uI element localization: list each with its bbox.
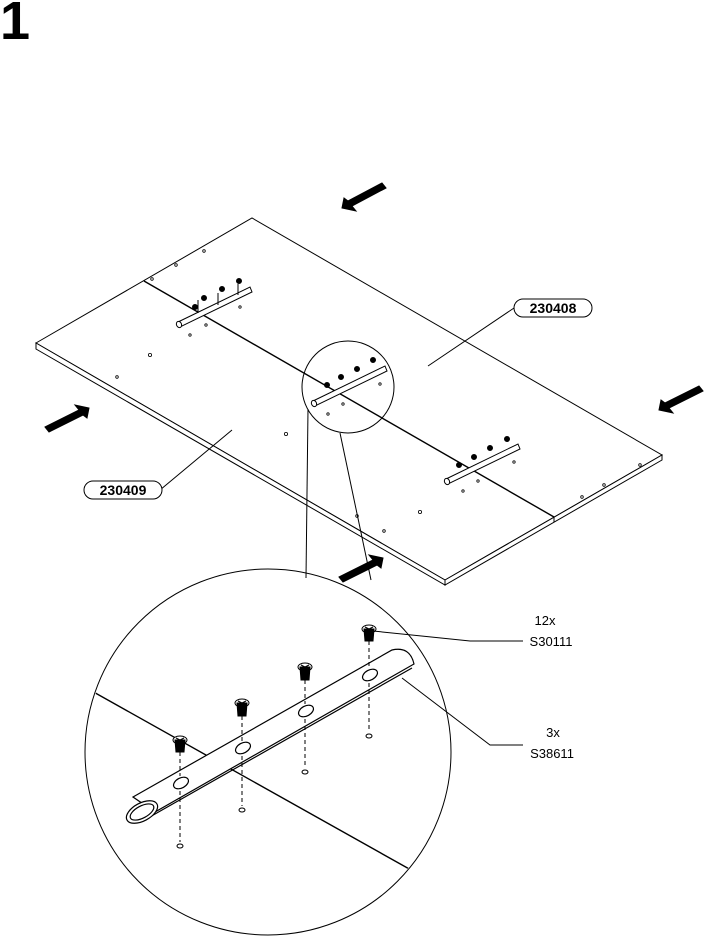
- detail-callout: [84, 340, 452, 936]
- hardware-qty-screw: 12x: [535, 613, 556, 628]
- step-number: 1: [0, 0, 31, 51]
- detail-large-circle: [84, 568, 452, 936]
- hardware-qty-tube: 3x: [546, 725, 560, 740]
- hardware-leaders: [372, 630, 523, 746]
- push-arrows: [44, 182, 704, 583]
- detail-panel-holes: [176, 733, 373, 849]
- screw-1: [172, 735, 188, 753]
- screw-4: [361, 624, 377, 642]
- arrow-bottom: [338, 554, 384, 583]
- arrow-right: [658, 385, 704, 414]
- table-top: [35, 217, 664, 586]
- detail-small-circle: [301, 340, 395, 434]
- detail-dashes: [179, 641, 370, 842]
- detail-screws: [172, 624, 377, 753]
- screw-3: [297, 662, 313, 681]
- arrow-top: [341, 182, 387, 212]
- part-tag-right: 230408: [427, 298, 593, 367]
- tube-connectors-small: [175, 278, 521, 486]
- tube-connector-1: [175, 278, 253, 329]
- screw-2: [234, 698, 250, 717]
- hardware-code-screw: S30111: [530, 634, 573, 649]
- detail-seam: [89, 689, 421, 876]
- panel-holes: [115, 249, 642, 533]
- detail-view: [89, 624, 421, 876]
- tube-connector-3: [443, 436, 521, 486]
- panel-seam: [143, 280, 555, 518]
- arrow-left: [44, 404, 90, 433]
- part-tag-left: 230409: [83, 429, 233, 500]
- part-tag-230409: 230409: [100, 482, 147, 498]
- detail-tube: [125, 648, 415, 824]
- tube-connector-2: [310, 357, 388, 408]
- part-tag-230408: 230408: [530, 300, 577, 316]
- hardware-code-tube: S38611: [530, 746, 574, 761]
